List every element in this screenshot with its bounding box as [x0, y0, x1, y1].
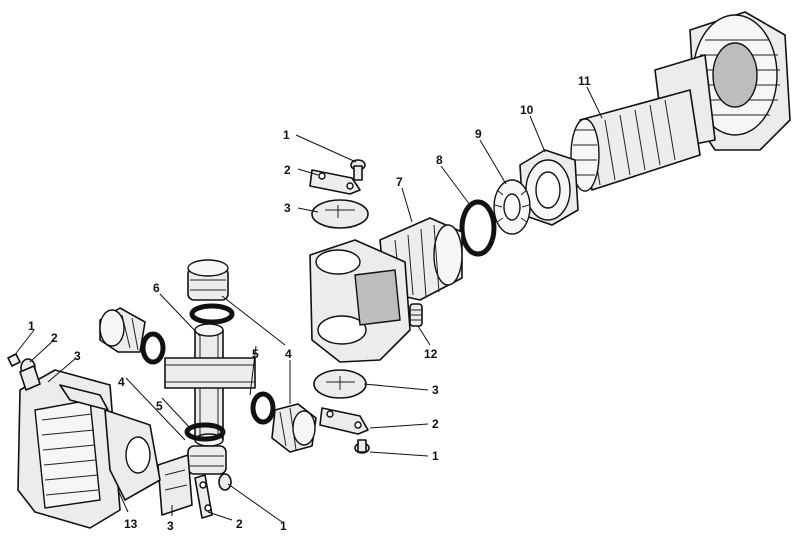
- callout-2: 2: [284, 163, 291, 177]
- callout-9: 9: [475, 127, 482, 141]
- callout-10: 10: [520, 103, 534, 117]
- lower-right-fastener-set: [313, 369, 370, 454]
- part-4-bearing-cup-bottom: [187, 445, 227, 475]
- part-11-splined-shaft-housing: [570, 11, 791, 192]
- callout-3: 3: [167, 519, 174, 533]
- leader-lines: [13, 86, 603, 523]
- callout-1: 1: [280, 519, 287, 533]
- callout-4: 4: [118, 375, 125, 389]
- callout-labels: 1 2 3 7 8 9 10 11 6 5 4 12 3 2 1 1 2 3 4…: [28, 74, 591, 533]
- part-5-seal-top: [189, 303, 235, 325]
- part-4-bearing-cup-right: [271, 403, 317, 453]
- callout-6: 6: [153, 281, 160, 295]
- callout-3: 3: [74, 349, 81, 363]
- callout-7: 7: [396, 175, 403, 189]
- callout-5: 5: [252, 347, 259, 361]
- part-6-spider-cross: [164, 323, 256, 447]
- callout-2: 2: [432, 417, 439, 431]
- part-4-bearing-cup-top: [187, 259, 229, 301]
- part-12-bolt: [409, 303, 423, 327]
- callout-11: 11: [578, 74, 591, 88]
- callout-3: 3: [432, 383, 439, 397]
- left-fastener-set: [7, 353, 41, 391]
- part-5-seal-left: [140, 331, 166, 365]
- callout-2: 2: [51, 331, 58, 345]
- callout-1: 1: [28, 319, 35, 333]
- lower-centre-fastener-set: [157, 454, 232, 519]
- callout-1: 1: [432, 449, 439, 463]
- callout-2: 2: [236, 517, 243, 531]
- callout-3: 3: [284, 201, 291, 215]
- part-8-seal-ring: [459, 199, 497, 257]
- callout-12: 12: [424, 347, 438, 361]
- callout-5: 5: [156, 399, 163, 413]
- part-7-yoke: [309, 217, 463, 363]
- callout-8: 8: [436, 153, 443, 167]
- part-10-bearing: [519, 149, 579, 226]
- callout-13: 13: [124, 517, 138, 531]
- part-13-flange-yoke: [17, 369, 161, 529]
- callout-4: 4: [285, 347, 292, 361]
- part-9-splined-washer: [493, 179, 531, 235]
- part-5-seal-bottom: [184, 422, 226, 442]
- callout-1: 1: [283, 128, 290, 142]
- upper-fastener-set: [309, 159, 369, 229]
- part-4-bearing-cup-left: [99, 307, 146, 353]
- part-5-seal-right: [250, 391, 276, 425]
